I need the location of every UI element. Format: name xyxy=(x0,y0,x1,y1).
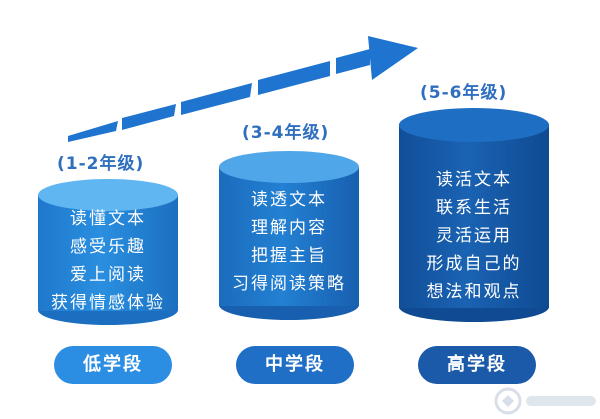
goal-line: 形成自己的 xyxy=(426,254,522,274)
arrow-head xyxy=(368,36,418,80)
grade-label-mid: (3-4年级) xyxy=(242,123,330,143)
goal-line: 爱上阅读 xyxy=(70,265,146,285)
arrow-segment-1 xyxy=(68,121,118,142)
goal-list-low: 读懂文本 感受乐趣 爱上阅读 获得情感体验 xyxy=(38,205,178,317)
arrow-segment-3 xyxy=(181,83,252,115)
cylinder-body xyxy=(399,124,549,308)
stage-label-high: 高学段 xyxy=(418,346,536,384)
arrow-segment-4 xyxy=(258,61,330,95)
cylinder-top xyxy=(38,179,178,211)
goal-list-mid: 读透文本 理解内容 把握主旨 习得阅读策略 xyxy=(219,186,359,298)
cylinder-top xyxy=(219,151,359,183)
grade-label-high: (5-6年级) xyxy=(420,83,508,103)
arrow-segment-2 xyxy=(122,104,176,130)
goal-line: 理解内容 xyxy=(251,218,327,238)
goal-line: 灵活运用 xyxy=(436,226,512,246)
stage-label-low: 低学段 xyxy=(54,346,172,384)
cylinder-body xyxy=(219,167,359,306)
cylinder-high: 读活文本 联系生活 灵活运用 形成自己的 想法和观点 xyxy=(399,108,549,322)
cylinder-mid: 读透文本 理解内容 把握主旨 习得阅读策略 xyxy=(219,151,359,320)
cylinder-top xyxy=(399,108,549,142)
goal-line: 获得情感体验 xyxy=(51,293,165,313)
goal-line: 把握主旨 xyxy=(251,246,327,266)
goal-line: 读懂文本 xyxy=(70,209,146,229)
goal-list-high: 读活文本 联系生活 灵活运用 形成自己的 想法和观点 xyxy=(399,166,549,306)
goal-line: 感受乐趣 xyxy=(70,237,146,257)
goal-line: 读透文本 xyxy=(251,190,327,210)
cylinder-body xyxy=(38,195,178,311)
goal-line: 读活文本 xyxy=(436,170,512,190)
grade-label-low: (1-2年级) xyxy=(57,154,145,174)
stage-label-mid: 中学段 xyxy=(236,346,354,384)
arrow-segment-5 xyxy=(336,49,370,74)
goal-line: 习得阅读策略 xyxy=(232,274,346,294)
watermark-logo xyxy=(494,387,596,415)
goal-line: 联系生活 xyxy=(436,198,512,218)
goal-line: 想法和观点 xyxy=(426,282,522,302)
cylinder-low: 读懂文本 感受乐趣 爱上阅读 获得情感体验 xyxy=(38,179,178,325)
